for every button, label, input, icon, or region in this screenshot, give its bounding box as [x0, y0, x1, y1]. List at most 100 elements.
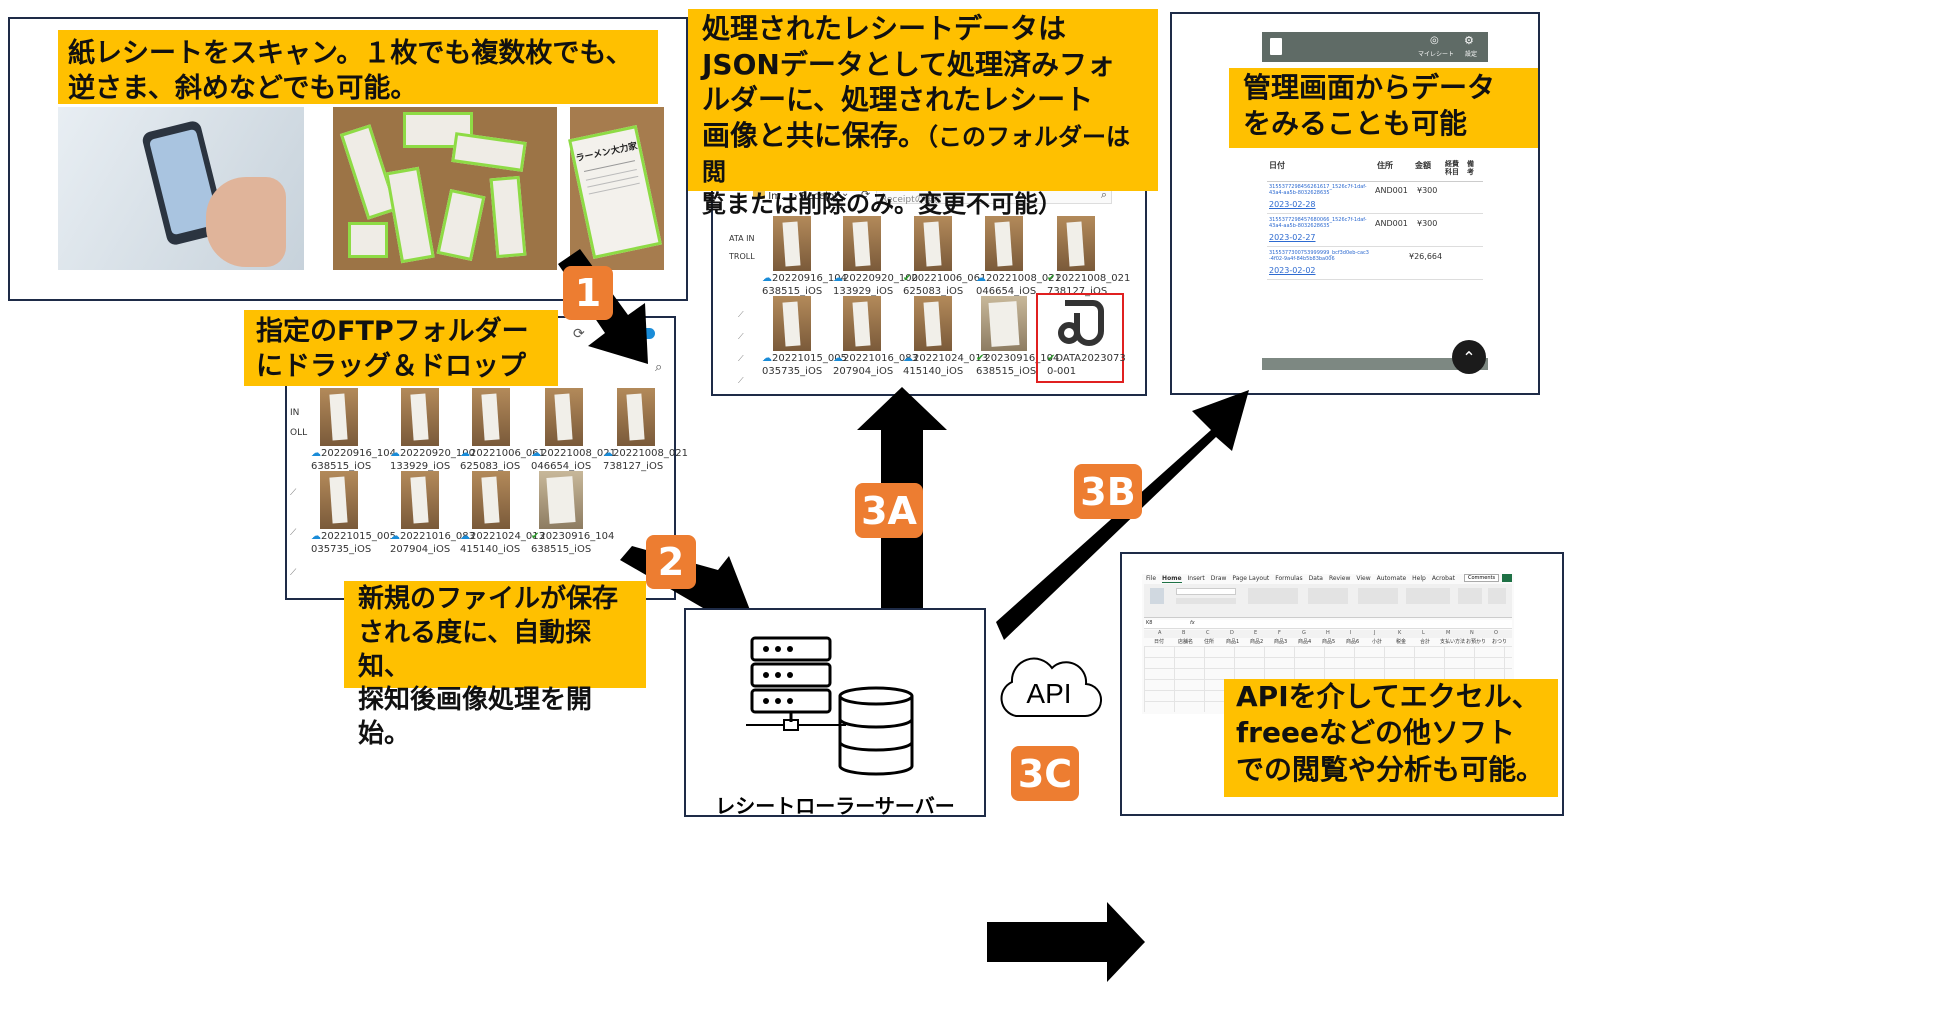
nav-settings[interactable]: 設定: [1465, 51, 1478, 58]
col-header[interactable]: A: [1158, 630, 1162, 636]
header-cell[interactable]: 税金: [1396, 639, 1407, 645]
tab-formulas[interactable]: Formulas: [1275, 575, 1303, 582]
tab-review[interactable]: Review: [1328, 575, 1351, 582]
header-cell[interactable]: おつり: [1492, 639, 1508, 645]
file-thumbnail[interactable]: [981, 296, 1027, 351]
file-thumbnail[interactable]: [401, 388, 439, 446]
col-header[interactable]: K: [1398, 630, 1402, 636]
file-thumbnail[interactable]: [914, 296, 952, 351]
col-header[interactable]: D: [1230, 630, 1234, 636]
tab-home[interactable]: Home: [1162, 575, 1182, 583]
header-cell[interactable]: 小計: [1372, 639, 1383, 645]
receipt-icon[interactable]: [1270, 38, 1282, 55]
file-thumbnail[interactable]: [843, 216, 881, 271]
tab-draw[interactable]: Draw: [1210, 575, 1227, 582]
header-cell[interactable]: 商品4: [1298, 639, 1312, 645]
header-cell[interactable]: 住所: [1204, 639, 1215, 645]
table-row[interactable]: 3155377298456261617_1526c7f-1daf-43a4-aa…: [1267, 184, 1483, 214]
json-file-highlight[interactable]: [1036, 293, 1124, 383]
col-header[interactable]: B: [1182, 630, 1186, 636]
col-header[interactable]: H: [1326, 630, 1330, 636]
tab-help[interactable]: Help: [1412, 575, 1426, 582]
file-thumbnail[interactable]: [545, 388, 583, 446]
header-cell[interactable]: 支払い方法: [1440, 639, 1466, 645]
col-header[interactable]: L: [1422, 630, 1425, 636]
search-icon[interactable]: ⌕: [655, 360, 663, 375]
tab-file[interactable]: File: [1146, 575, 1157, 582]
chevron-down-icon[interactable]: ⌄: [841, 188, 850, 199]
breadcrumb-receipt[interactable]: Receipt: [800, 191, 839, 202]
header-cell[interactable]: お預かり: [1466, 639, 1487, 645]
header-cell[interactable]: 商品3: [1274, 639, 1288, 645]
nav-my-receipt[interactable]: マイレシート: [1418, 51, 1455, 58]
file-thumbnail[interactable]: [472, 471, 510, 529]
file-thumbnail[interactable]: [539, 471, 583, 529]
row-id-link[interactable]: 3155377298456261617_1526c7f-1daf-43a4-aa…: [1269, 184, 1367, 196]
col-header[interactable]: M: [1446, 630, 1451, 636]
tab-acrobat[interactable]: Acrobat: [1431, 575, 1455, 582]
cell-ref[interactable]: K8: [1146, 620, 1153, 626]
tab-view[interactable]: View: [1356, 575, 1371, 582]
col-header[interactable]: C: [1206, 630, 1210, 636]
header-cell[interactable]: 店舗名: [1178, 639, 1194, 645]
tab-automate[interactable]: Automate: [1376, 575, 1407, 582]
header-cell[interactable]: 商品6: [1346, 639, 1360, 645]
file-thumbnail[interactable]: [914, 216, 952, 271]
col-header[interactable]: N: [1470, 630, 1474, 636]
file-thumbnail[interactable]: [1057, 216, 1095, 271]
row-date-link[interactable]: 2023-02-28: [1269, 200, 1316, 209]
header-cell[interactable]: 合計: [1420, 639, 1431, 645]
file-thumbnail[interactable]: [472, 388, 510, 446]
col-header[interactable]: O: [1494, 630, 1498, 636]
col-header[interactable]: G: [1302, 630, 1306, 636]
file-thumbnail[interactable]: [320, 388, 358, 446]
comments-button[interactable]: Comments: [1464, 574, 1500, 582]
user-icon[interactable]: ◎: [1430, 35, 1439, 46]
col-header[interactable]: F: [1278, 630, 1281, 636]
row-date-link[interactable]: 2023-02-27: [1269, 233, 1316, 242]
tab-insert[interactable]: Insert: [1187, 575, 1205, 582]
refresh-icon[interactable]: ⟳: [861, 188, 871, 201]
share-button[interactable]: [1502, 574, 1512, 582]
table-row[interactable]: 3155377298457680066_1526c7f-1daf-43a4-aa…: [1267, 217, 1483, 247]
file-thumbnail[interactable]: [843, 296, 881, 351]
header-cell[interactable]: 商品1: [1226, 639, 1240, 645]
table-row[interactable]: 3155377300753999999_bcf3d0eb-cac3-4f02-9…: [1267, 250, 1483, 280]
tab-data[interactable]: Data: [1308, 575, 1323, 582]
scroll-top-button[interactable]: ⌃: [1452, 340, 1486, 374]
file-thumbnail[interactable]: [985, 216, 1023, 271]
header-cell[interactable]: 日付: [1154, 639, 1165, 645]
row-id-link[interactable]: 3155377300753999999_bcf3d0eb-cac3-4f02-9…: [1269, 250, 1369, 262]
row-date-link[interactable]: 2023-02-02: [1269, 266, 1316, 275]
row-id-link[interactable]: 3155377298457680066_1526c7f-1daf-43a4-aa…: [1269, 217, 1367, 229]
file-thumbnail[interactable]: [773, 216, 811, 271]
file-thumbnail[interactable]: [320, 471, 358, 529]
gear-icon[interactable]: ⚙: [1464, 34, 1474, 47]
file-thumbnail[interactable]: [617, 388, 655, 446]
breadcrumb-im[interactable]: Im...: [768, 191, 791, 202]
tab-page-layout[interactable]: Page Layout: [1232, 575, 1270, 582]
col-header[interactable]: E: [1254, 630, 1258, 636]
header-cell[interactable]: 商品5: [1322, 639, 1336, 645]
file-thumbnail[interactable]: [401, 471, 439, 529]
file-thumbnail[interactable]: [773, 296, 811, 351]
col-header[interactable]: I: [1350, 630, 1352, 636]
